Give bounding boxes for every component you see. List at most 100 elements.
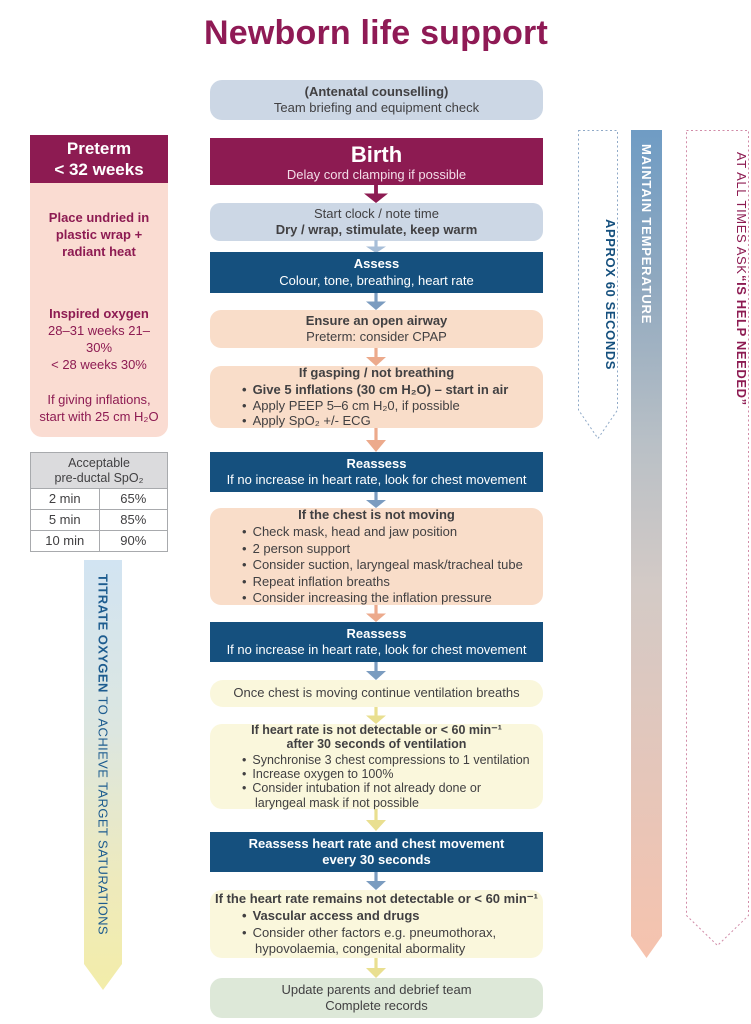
table-row: 10 min 90% xyxy=(31,530,167,551)
flow-box-airway: Ensure an open airway Preterm: consider … xyxy=(210,310,543,348)
is-help-needed-banner: AT ALL TIMES ASK “IS HELP NEEDED” xyxy=(686,130,749,947)
ask-prefix-text: AT ALL TIMES ASK xyxy=(734,152,749,275)
bullet-item: Consider intubation if not already done … xyxy=(242,781,535,810)
gasping-title: If gasping / not breathing xyxy=(298,365,455,381)
oxygen-line2: < 28 weeks 30% xyxy=(51,357,147,372)
oxygen-title: Inspired oxygen xyxy=(49,306,149,321)
arrow-down-icon xyxy=(366,428,386,452)
start-clock-line1: Start clock / note time xyxy=(314,205,439,221)
reassess-title: Reassess xyxy=(346,625,407,641)
spo2-value-cell: 85% xyxy=(120,512,147,527)
arrow-down-icon xyxy=(366,240,386,253)
bullet-item: Check mask, head and jaw position xyxy=(242,524,535,541)
table-row: 5 min 85% xyxy=(31,509,167,530)
preterm-inflation-block: If giving inflations, start with 25 cm H… xyxy=(38,391,160,425)
preterm-panel-body: Place undried in plastic wrap + radiant … xyxy=(30,183,168,437)
bullet-item: Give 5 inflations (30 cm H₂O) – start in… xyxy=(242,382,535,398)
table-row: 2 min 65% xyxy=(31,488,167,509)
antenatal-line1: (Antenatal counselling) xyxy=(304,83,449,99)
bullet-item: Repeat inflation breaths xyxy=(242,574,535,591)
flow-box-hr-remains: If the heart rate remains not detectable… xyxy=(210,890,543,958)
bullet-item: 2 person support xyxy=(242,541,535,558)
reassess-subtitle: If no increase in heart rate, look for c… xyxy=(226,472,527,487)
bullet-item: Consider increasing the inflation pressu… xyxy=(242,590,535,607)
preterm-panel-header: Preterm < 32 weeks xyxy=(30,135,168,183)
dashed-arrow-outline xyxy=(686,130,749,947)
titrate-rest-text: TO ACHIEVE TARGET SATURATIONS xyxy=(95,692,111,935)
titrate-bold-text: TITRATE OXYGEN xyxy=(95,574,111,693)
chest-title: If the chest is not moving xyxy=(298,506,455,522)
preterm-header-line2: < 32 weeks xyxy=(54,160,144,179)
bullet-item: Apply SpO₂ +/- ECG xyxy=(242,413,535,429)
assess-title: Assess xyxy=(353,256,400,271)
hr-remains-bullets: Vascular access and drugs Consider other… xyxy=(210,908,543,958)
arrow-down-icon xyxy=(366,348,386,366)
birth-subtitle: Delay cord clamping if possible xyxy=(286,166,467,182)
reassess30-line1: Reassess heart rate and chest movement xyxy=(248,835,505,851)
flow-box-reassess-30s: Reassess heart rate and chest movement e… xyxy=(210,832,543,872)
start-clock-line2: Dry / wrap, stimulate, keep warm xyxy=(275,222,478,237)
bullet-item: Synchronise 3 chest compressions to 1 ve… xyxy=(242,753,535,767)
flow-box-reassess-2: Reassess If no increase in heart rate, l… xyxy=(210,622,543,662)
once-chest-line: Once chest is moving continue ventilatio… xyxy=(233,685,520,701)
gasping-bullets: Give 5 inflations (30 cm H₂O) – start in… xyxy=(210,382,543,429)
flow-box-reassess-1: Reassess If no increase in heart rate, l… xyxy=(210,452,543,492)
ask-banner-text: AT ALL TIMES ASK “IS HELP NEEDED” xyxy=(686,152,749,405)
reassess30-line2: every 30 seconds xyxy=(322,852,431,867)
dashed-arrow-outline xyxy=(578,130,618,440)
antenatal-line2: Team briefing and equipment check xyxy=(273,100,480,115)
arrow-down-icon xyxy=(364,184,388,203)
arrow-down-icon xyxy=(366,605,386,622)
flow-box-hr-low: If heart rate is not detectable or < 60 … xyxy=(210,723,543,810)
page-title: Newborn life support xyxy=(204,14,548,52)
airway-title: Ensure an open airway xyxy=(305,312,448,328)
flow-box-antenatal: (Antenatal counselling) Team briefing an… xyxy=(210,80,543,120)
inflation-line2: start with 25 cm H₂O xyxy=(39,409,159,424)
arrow-down-icon xyxy=(366,958,386,978)
spo2-value-cell: 65% xyxy=(120,491,147,506)
arrow-down-icon xyxy=(366,662,386,680)
oxygen-line1: 28–31 weeks 21–30% xyxy=(48,323,150,355)
reassess-subtitle: If no increase in heart rate, look for c… xyxy=(226,642,527,657)
hr-low-title-line1: If heart rate is not detectable or < 60 … xyxy=(251,723,502,738)
arrow-down-icon xyxy=(366,293,386,310)
reassess-title: Reassess xyxy=(346,455,407,471)
preterm-wrap-text: Place undried in plastic wrap + radiant … xyxy=(48,210,150,259)
hr-low-bullets: Synchronise 3 chest compressions to 1 ve… xyxy=(210,753,543,810)
inflation-line1: If giving inflations, xyxy=(47,392,151,407)
spo2-time-cell: 5 min xyxy=(31,510,100,530)
bullet-item: Consider other factors e.g. pneumothorax… xyxy=(242,925,535,958)
flow-box-once-chest-moving: Once chest is moving continue ventilatio… xyxy=(210,680,543,707)
flow-box-chest-not-moving: If the chest is not moving Check mask, h… xyxy=(210,506,543,607)
chest-bullets: Check mask, head and jaw position 2 pers… xyxy=(210,524,543,607)
preterm-header-line1: Preterm xyxy=(66,139,132,158)
arrow-down-icon xyxy=(366,707,386,724)
titrate-banner-text: TITRATE OXYGEN TO ACHIEVE TARGET SATURAT… xyxy=(96,560,111,990)
approx-60-seconds-banner: APPROX 60 SECONDS xyxy=(578,130,618,440)
update-line2: Complete records xyxy=(325,998,428,1013)
spo2-value-cell: 90% xyxy=(120,533,147,548)
flow-box-assess: Assess Colour, tone, breathing, heart ra… xyxy=(210,252,543,293)
update-line1: Update parents and debrief team xyxy=(281,981,472,997)
maintain-banner-text: MAINTAIN TEMPERATURE xyxy=(639,144,654,325)
spo2-target-table: Acceptable pre-ductal SpO₂ 2 min 65% 5 m… xyxy=(30,452,168,552)
preterm-oxygen-block: Inspired oxygen 28–31 weeks 21–30% < 28 … xyxy=(38,305,160,373)
arrow-down-icon xyxy=(366,872,386,890)
flow-box-birth: Birth Delay cord clamping if possible xyxy=(210,138,543,185)
spo2-header-line1: Acceptable xyxy=(68,456,130,470)
spo2-time-cell: 10 min xyxy=(31,531,100,551)
birth-title: Birth xyxy=(350,141,403,167)
hr-remains-title: If the heart rate remains not detectable… xyxy=(215,890,538,906)
spo2-table-header: Acceptable pre-ductal SpO₂ xyxy=(31,453,167,488)
arrow-down-icon xyxy=(366,492,386,508)
ask-bold-text: “IS HELP NEEDED” xyxy=(734,274,749,406)
flow-box-update-parents: Update parents and debrief team Complete… xyxy=(210,978,543,1018)
approx-banner-text: APPROX 60 SECONDS xyxy=(603,219,618,371)
maintain-temperature-banner: MAINTAIN TEMPERATURE xyxy=(631,130,662,958)
spo2-header-line2: pre-ductal SpO₂ xyxy=(54,471,144,485)
flow-box-gasping: If gasping / not breathing Give 5 inflat… xyxy=(210,365,543,429)
hr-low-title-line2: after 30 seconds of ventilation xyxy=(286,737,467,752)
bullet-item: Increase oxygen to 100% xyxy=(242,767,535,781)
bullet-item: Consider suction, laryngeal mask/trachea… xyxy=(242,557,535,574)
